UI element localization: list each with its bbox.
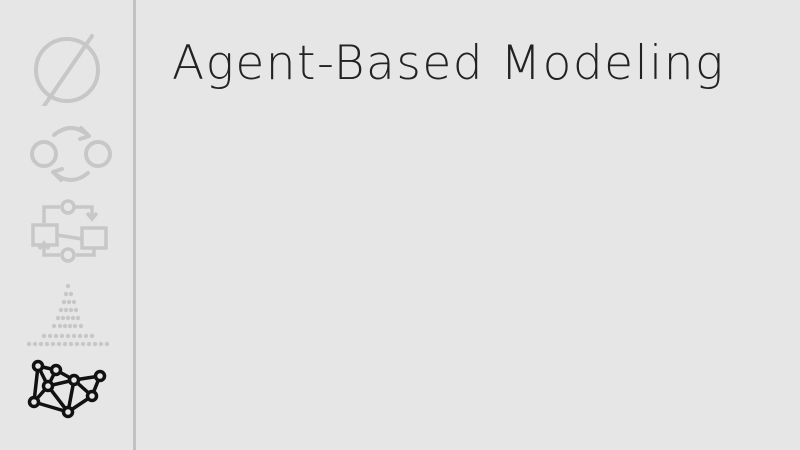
slide-title: Agent-Based Modeling [172,36,725,91]
sidebar [0,0,133,450]
flowchart-icon [20,193,116,267]
cycle-arrows-icon [20,117,116,191]
empty-set-icon [20,32,116,106]
network-graph-icon [20,350,116,424]
sidebar-divider [133,0,136,450]
distribution-dots-icon [20,278,116,352]
